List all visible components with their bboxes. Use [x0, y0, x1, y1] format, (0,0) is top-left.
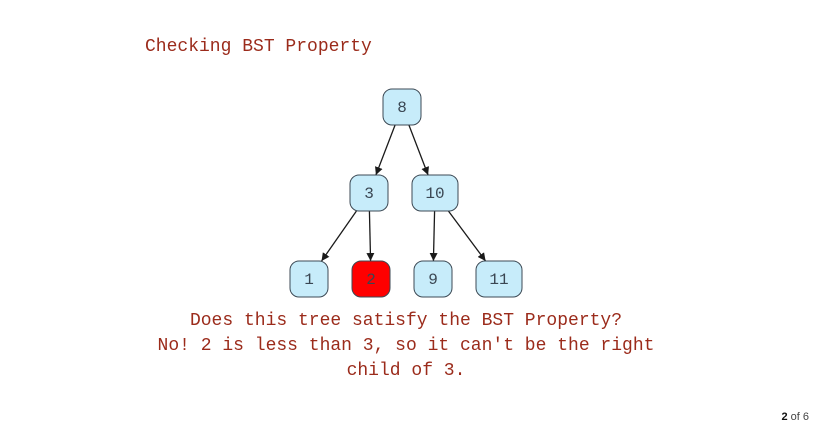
- tree-node-label-1: 1: [304, 271, 314, 289]
- caption-answer-line-2: child of 3.: [346, 361, 466, 381]
- edge-n3-n1: [321, 210, 357, 262]
- slide-title: Checking BST Property: [145, 37, 372, 57]
- tree-node-10: 10: [411, 174, 459, 212]
- pager-separator: of: [787, 411, 803, 423]
- tree-node-11: 11: [475, 260, 523, 298]
- edge-n10-n9: [429, 210, 438, 262]
- nodes-layer: 8 3 10 1 2 9 11: [289, 88, 523, 298]
- tree-node-8: 8: [382, 88, 422, 126]
- tree-node-9: 9: [413, 260, 453, 298]
- tree-node-label-3: 3: [364, 185, 374, 203]
- tree-node-box-1: [289, 260, 329, 298]
- tree-node-box-8: [382, 88, 422, 126]
- tree-node-label-11: 11: [489, 271, 508, 289]
- tree-node-box-9: [413, 260, 453, 298]
- pager-current: 2: [781, 411, 788, 423]
- tree-node-box-10: [411, 174, 459, 212]
- tree-node-label-9: 9: [428, 271, 438, 289]
- edge-n8-n3: [375, 124, 396, 176]
- tree-node-label-8: 8: [397, 99, 407, 117]
- edge-n10-n11: [447, 210, 487, 262]
- pager-total: 6: [802, 411, 809, 423]
- tree-node-box-3: [349, 174, 389, 212]
- edge-n3-n2: [366, 210, 375, 262]
- tree-node-label-2: 2: [366, 271, 376, 289]
- edge-n8-n10: [408, 124, 429, 176]
- tree-node-2: 2: [351, 260, 391, 298]
- tree-node-3: 3: [349, 174, 389, 212]
- tree-node-box-11: [475, 260, 523, 298]
- slide-pager: 2 of 6: [781, 411, 809, 423]
- tree-node-1: 1: [289, 260, 329, 298]
- caption-question: Does this tree satisfy the BST Property?: [189, 311, 623, 331]
- tree-node-label-10: 10: [425, 185, 444, 203]
- tree-node-box-2: [351, 260, 391, 298]
- edges-layer: [321, 124, 487, 262]
- caption-answer-line-1: No! 2 is less than 3, so it can't be the…: [157, 336, 655, 356]
